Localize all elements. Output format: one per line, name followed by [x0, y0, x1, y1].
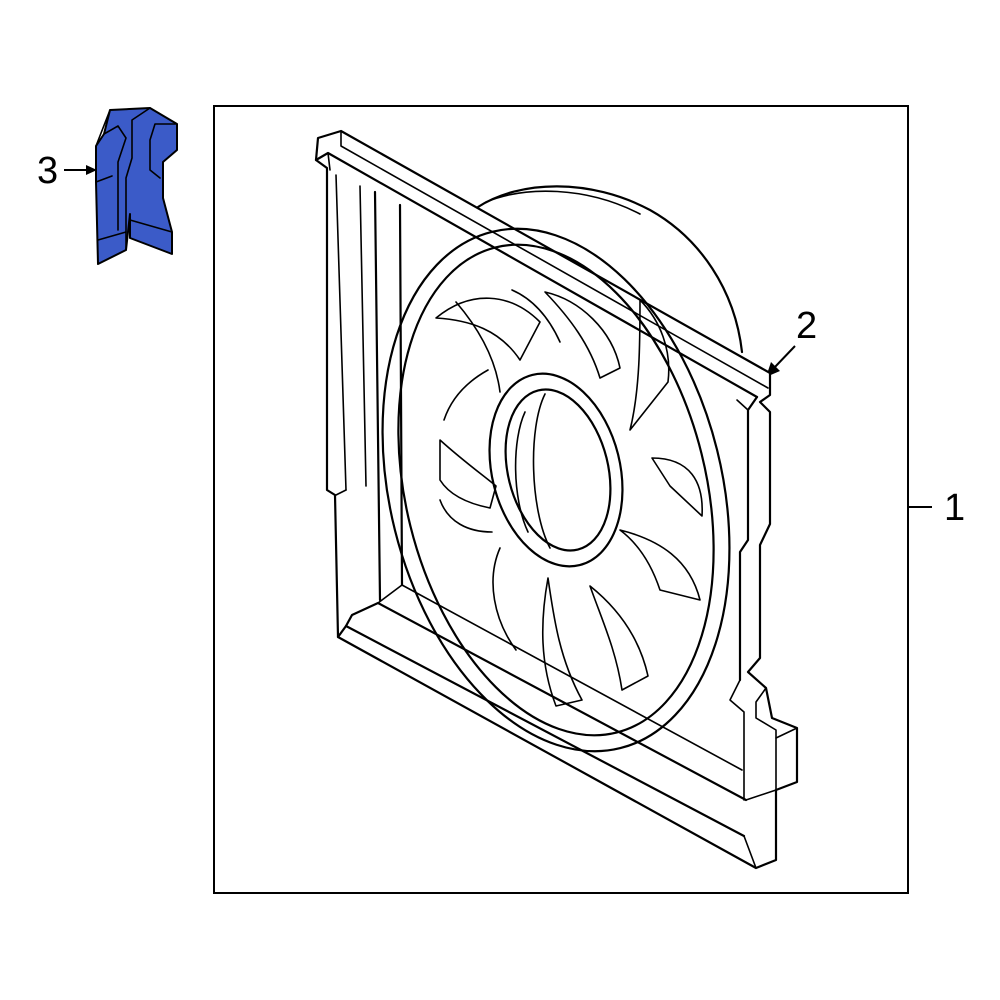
callout-3-arrow [64, 165, 97, 175]
callout-2-label: 2 [796, 305, 817, 347]
callout-3-label: 3 [37, 150, 58, 192]
callout-1-label: 1 [944, 487, 965, 529]
retaining-clip-icon [95, 107, 178, 265]
assembly-frame [213, 105, 909, 894]
fan-shroud-assembly-icon [314, 129, 799, 870]
